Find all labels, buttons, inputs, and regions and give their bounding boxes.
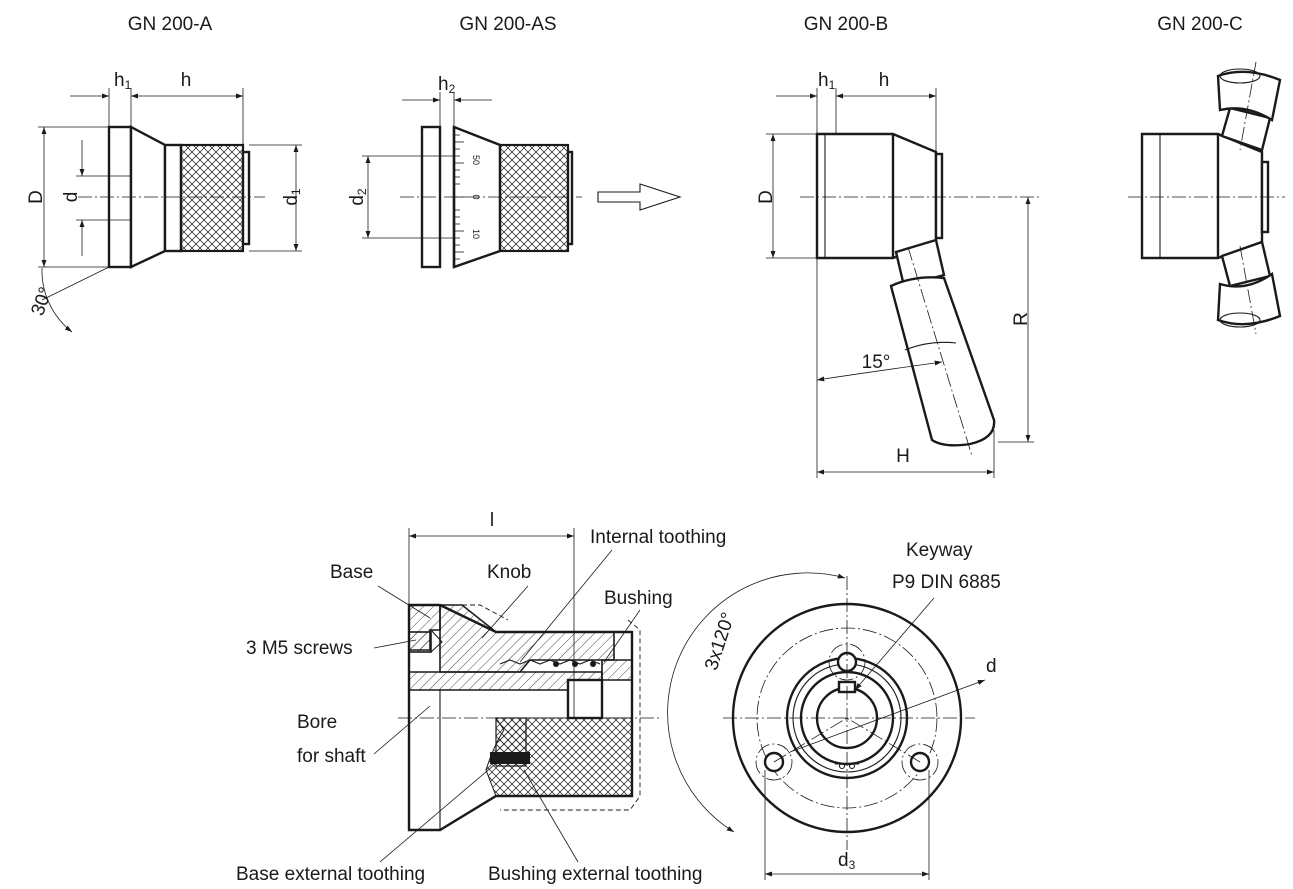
callout-base: Base — [330, 562, 373, 583]
view-title-a: GN 200-A — [128, 14, 213, 35]
callout-keyway-line2: P9 DIN 6885 — [892, 572, 1001, 593]
callout-base-external-toothing: Base external toothing — [236, 864, 425, 885]
handle-grip — [889, 276, 996, 447]
dim-D-a: D — [26, 190, 47, 204]
dim-d3: d3 — [838, 850, 856, 872]
dim-d-end: d — [986, 656, 997, 677]
view-gn200-as: GN 200-AS 50 0 10 h2 — [347, 14, 682, 269]
handle-neck — [894, 238, 946, 288]
callout-internal-toothing: Internal toothing — [590, 527, 726, 548]
callout-keyway-line1: Keyway — [906, 540, 973, 561]
callout-bore-line2: for shaft — [297, 746, 366, 767]
end-view: d Keyway P9 DIN 6885 3x120° d3 — [667, 540, 1001, 880]
dim-h1-a: h1 — [114, 70, 132, 92]
collar — [163, 143, 183, 253]
dim-angle-15: 15° — [862, 352, 891, 373]
dim-l: l — [490, 510, 494, 531]
view-gn200-b: GN 200-B h1 h D R H 15° — [756, 14, 1040, 478]
view-title-as: GN 200-AS — [459, 14, 556, 35]
view-title-c: GN 200-C — [1157, 14, 1243, 35]
callout-bushing: Bushing — [604, 588, 673, 609]
dim-h1-b: h1 — [818, 70, 836, 92]
dim-H: H — [896, 446, 910, 467]
transition-arrow — [597, 183, 682, 211]
dim-D-b: D — [756, 190, 777, 204]
dim-3x120: 3x120° — [701, 610, 739, 673]
knurled-knob — [179, 143, 245, 253]
view-gn200-c: GN 200-C — [1128, 14, 1285, 335]
knob-section — [439, 604, 615, 673]
callout-bushing-external-toothing: Bushing external toothing — [488, 864, 702, 885]
section-view: l Base Knob Internal toothing Bushing 3 … — [236, 510, 726, 885]
scale-mark-bottom: 10 — [471, 229, 481, 239]
dim-h-a: h — [181, 70, 192, 91]
view-title-b: GN 200-B — [804, 14, 888, 35]
callout-bore-line1: Bore — [297, 712, 337, 733]
end-cap — [241, 150, 251, 246]
callout-screws: 3 M5 screws — [246, 638, 353, 659]
dim-d1-a: d1 — [281, 188, 303, 206]
dim-h-b: h — [879, 70, 890, 91]
view-gn200-a: GN 200-A h1 h D d d1 — [26, 14, 303, 333]
dim-R: R — [1011, 312, 1032, 326]
dim-h2: h2 — [438, 74, 456, 96]
dim-angle-30: 30° — [27, 284, 57, 318]
scale-mark-top: 50 — [471, 155, 481, 165]
dim-d2: d2 — [347, 188, 369, 206]
scale-ticks — [454, 134, 466, 260]
dim-d-a: d — [61, 192, 82, 203]
callout-knob: Knob — [487, 562, 531, 583]
